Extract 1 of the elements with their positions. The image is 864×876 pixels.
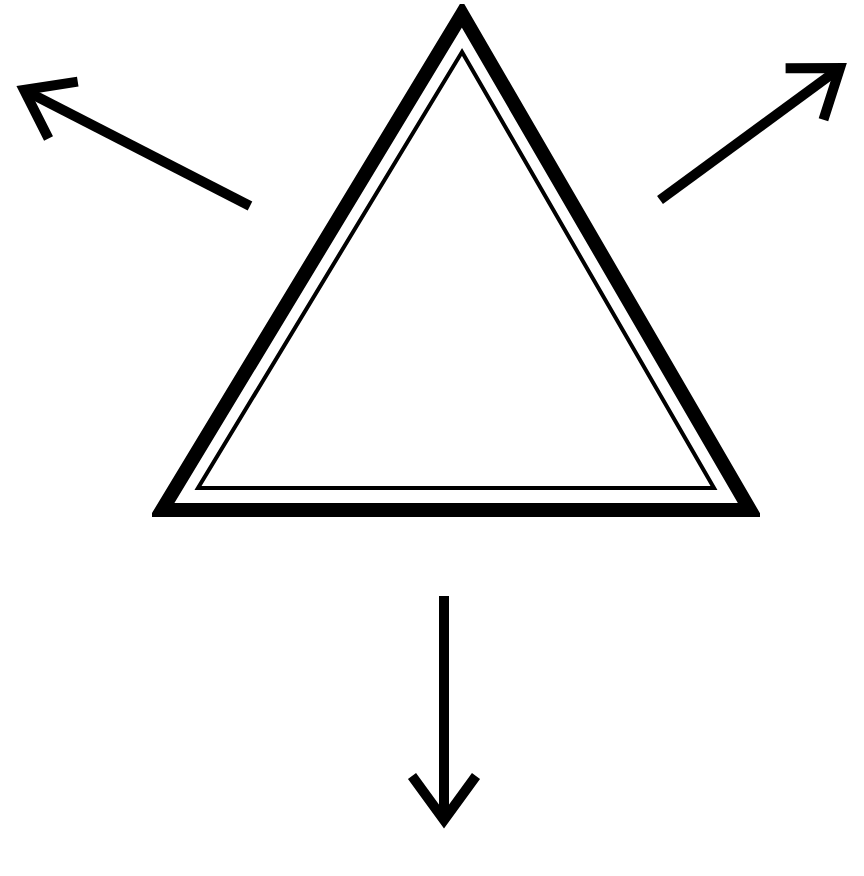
triangle	[152, 4, 760, 520]
